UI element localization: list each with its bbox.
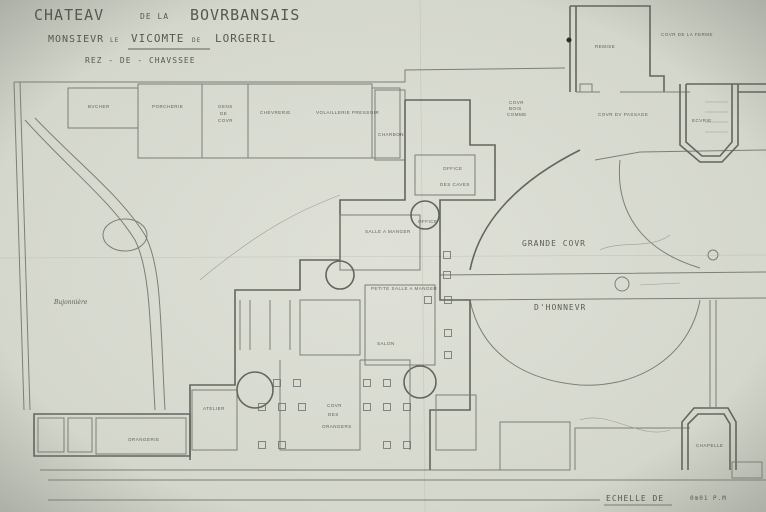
label-remise: REMISE — [595, 44, 615, 49]
label-volaillerie: VOLAILLERIE — [316, 110, 350, 115]
label-cour-bois-1: COVR — [509, 100, 524, 105]
label-office-2: DES CAVES — [440, 182, 470, 187]
planter-square — [278, 403, 286, 411]
site-walls — [13, 67, 766, 501]
title-name: BOVRBANSAIS — [190, 6, 300, 24]
subtitle-le: LE — [110, 37, 119, 44]
label-bujonniere: Bujonnière — [53, 299, 88, 306]
pin-hole — [566, 37, 572, 43]
label-cour-orangers-2: DES — [328, 412, 339, 417]
planter-square — [363, 403, 371, 411]
scale-label: ECHELLE DE — [606, 494, 664, 503]
remise-building — [569, 5, 690, 93]
label-porcherie: PORCHERIE — [152, 104, 183, 109]
label-grande-cour: GRANDE COVR — [522, 239, 586, 248]
cour-d-honneur — [439, 149, 766, 386]
outbuildings — [67, 83, 406, 161]
planter-square — [383, 441, 391, 449]
title-de-la: DE LA — [140, 12, 169, 21]
chateau-main-block — [189, 99, 496, 470]
subtitle-vicomte: VICOMTE — [131, 32, 184, 45]
subtitle-lorgeril: LORGERIL — [215, 32, 276, 45]
planter-square — [403, 441, 411, 449]
label-charbon: CHARBON — [378, 132, 404, 137]
garden-path — [24, 117, 341, 411]
planter-square — [443, 251, 451, 259]
label-atelier: ATELIER — [203, 406, 225, 411]
label-pressoir: PRESSOIR — [352, 110, 380, 115]
orange-tree-planters — [258, 251, 452, 449]
title-chateau: CHATEAV — [34, 6, 104, 24]
label-salle-manger: SALLE A MANGER — [365, 229, 411, 234]
subtitle-de: DE — [192, 37, 201, 44]
label-ecurie: ECVRIE — [692, 118, 712, 123]
label-d-honneur: D'HONNEVR — [534, 303, 586, 312]
room-labels: BVCHER PORCHERIE GENS DE COVR CHEVRERIE … — [53, 32, 724, 448]
label-chevrerie: CHEVRERIE — [260, 110, 291, 115]
label-office-3: OFFICE — [418, 219, 438, 224]
label-gens-1: GENS — [218, 104, 233, 109]
planter-square — [444, 329, 452, 337]
label-office-1: OFFICE — [443, 166, 463, 171]
planter-square — [383, 403, 391, 411]
title-block: CHATEAV DE LA BOVRBANSAIS MONSIEVR LE VI… — [34, 6, 300, 65]
label-cour-orangers-3: ORANGERS — [322, 424, 352, 429]
planter-square — [258, 403, 266, 411]
label-cour-bois-3: COMME — [507, 112, 527, 117]
orangerie-building — [33, 413, 191, 457]
floor-label: REZ - DE - CHAVSSEE — [85, 56, 196, 65]
label-petite-salle: PETITE SALLE A MANGER — [371, 286, 438, 291]
scale-value: 0m01 P.M — [690, 495, 727, 502]
planter-square — [383, 379, 391, 387]
label-bucher: BVCHER — [88, 104, 110, 109]
planter-square — [293, 379, 301, 387]
planter-square — [443, 271, 451, 279]
planter-square — [273, 379, 281, 387]
planter-square — [278, 441, 286, 449]
label-cour-passage: COVR DV PASSAGE — [598, 112, 648, 117]
scale-legend: ECHELLE DE 0m01 P.M — [604, 494, 727, 506]
label-cour-bois-2: BOIS — [509, 106, 522, 111]
label-gens-3: COVR — [218, 118, 233, 123]
label-cour-ferme: COVR DE LA FERME — [661, 32, 713, 37]
label-gens-2: DE — [220, 111, 227, 116]
chapelle-building — [681, 300, 763, 479]
label-salon: SALON — [377, 341, 395, 346]
planter-square — [444, 351, 452, 359]
label-orangerie: ORANGERIE — [128, 437, 160, 442]
label-cour-orangers-1: COVR — [327, 403, 342, 408]
ecurie-building — [679, 83, 766, 163]
planter-square — [403, 403, 411, 411]
subtitle-monsieur: MONSIEVR — [48, 34, 104, 45]
planter-square — [424, 296, 432, 304]
planter-square — [363, 379, 371, 387]
planter-square — [298, 403, 306, 411]
garden-outlines — [579, 234, 671, 433]
label-chapelle: CHAPELLE — [696, 443, 724, 448]
planter-square — [444, 296, 452, 304]
planter-square — [258, 441, 266, 449]
